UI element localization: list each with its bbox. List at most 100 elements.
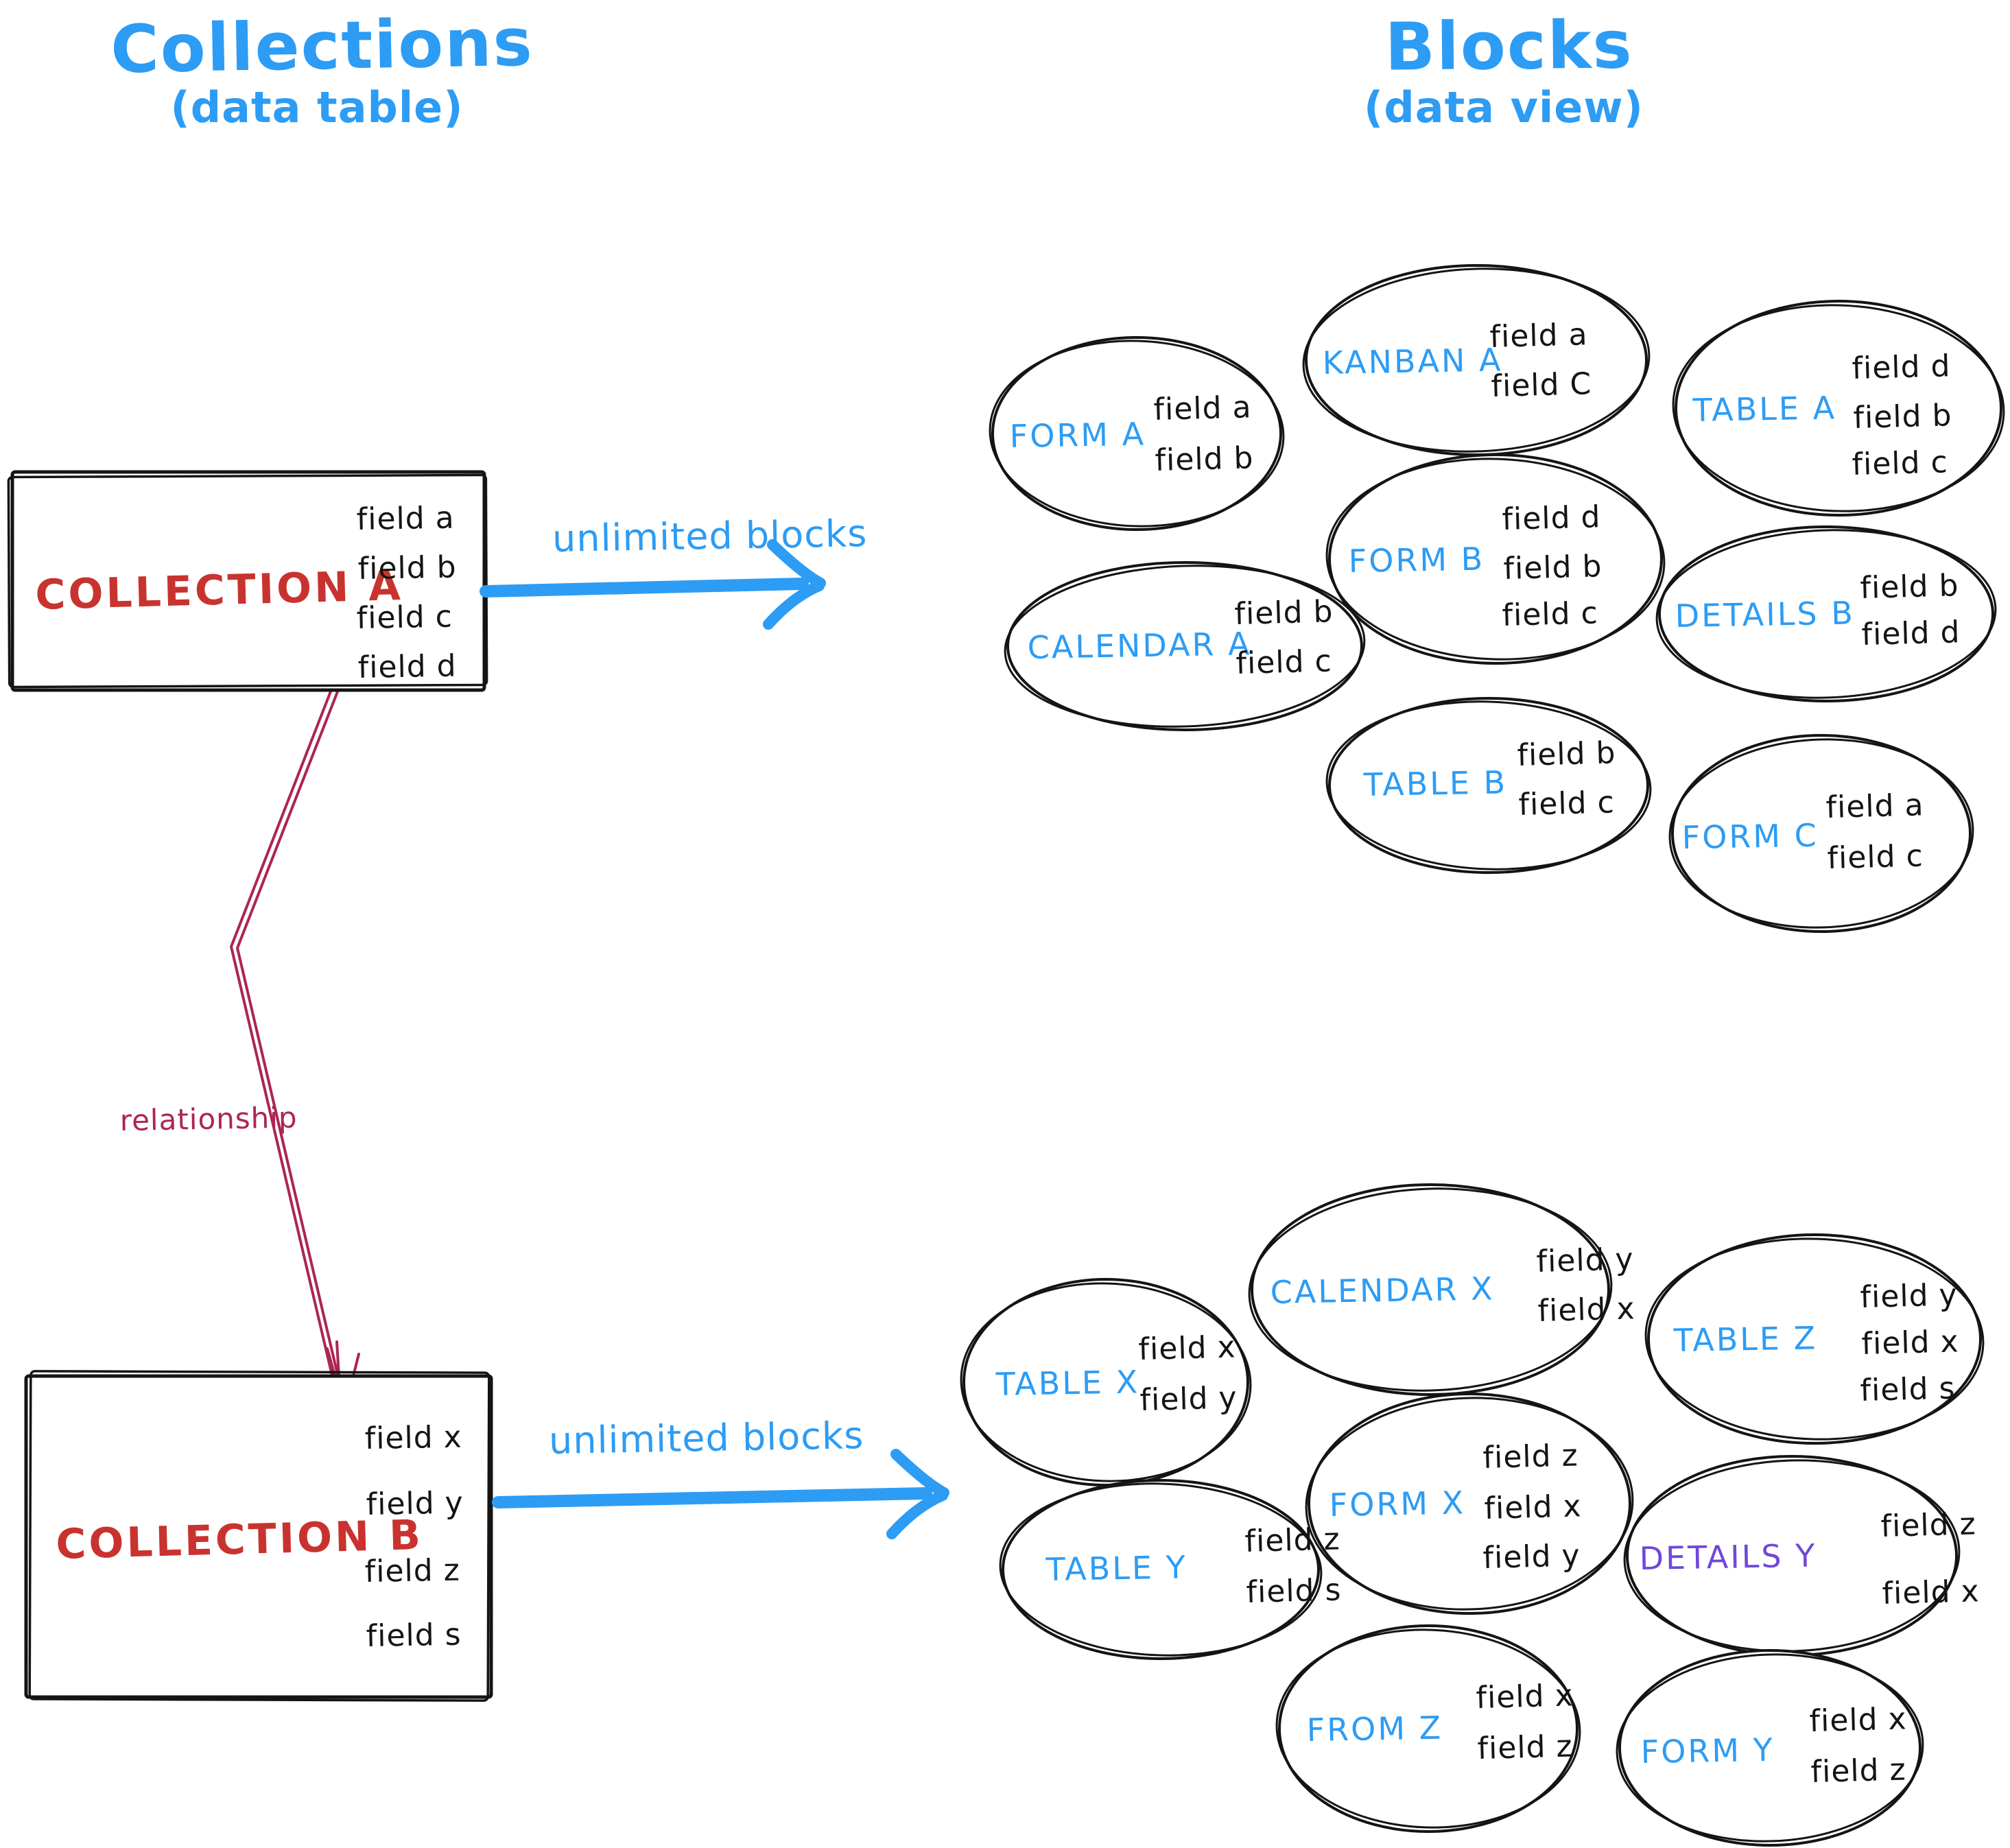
details-b-ellipse-sketch (1655, 529, 1997, 699)
form-y-label: FORM Y (1640, 1731, 1775, 1770)
table-b-ellipse-sketch (1325, 700, 1652, 870)
table-z-field: field y (1860, 1277, 1958, 1315)
table-z-label: TABLE Z (1672, 1319, 1817, 1359)
kanban-a-label: KANBAN A (1322, 341, 1503, 381)
calendar-a-ellipse (1006, 561, 1363, 731)
block-kanban-a: KANBAN A field a field C (1302, 264, 1651, 456)
form-c-ellipse (1671, 734, 1972, 933)
table-z-field: field s (1860, 1371, 1956, 1408)
details-y-field: field x (1882, 1574, 1980, 1611)
unlimited-blocks-arrow-a: unlimited blocks (480, 512, 868, 630)
calendar-x-ellipse-sketch (1248, 1187, 1613, 1392)
arrow-a-head-lower (763, 580, 825, 630)
form-a-field: field b (1155, 440, 1254, 478)
block-form-a: FORM A field a field b (989, 336, 1285, 531)
table-y-ellipse (1002, 1479, 1320, 1660)
form-b-ellipse-sketch (1325, 458, 1666, 661)
collections-title: Collections (110, 4, 534, 88)
form-y-field: field z (1810, 1752, 1906, 1790)
collection-a-field: field d (357, 648, 457, 685)
table-b-field: field c (1518, 785, 1615, 822)
form-y-ellipse-sketch (1616, 1653, 1924, 1843)
table-z-ellipse-sketch (1644, 1237, 1985, 1441)
form-c-label: FORM C (1681, 817, 1819, 856)
relationship-connector: relationship (119, 650, 360, 1408)
left-column-title: Collections (data table) (110, 4, 534, 132)
unlimited-blocks-arrow-b: unlimited blocks (492, 1414, 949, 1539)
details-y-label: DETAILS Y (1639, 1537, 1817, 1577)
collection-a-rect (10, 470, 486, 692)
form-b-field: field d (1502, 499, 1601, 537)
form-a-label: FORM A (1009, 416, 1146, 455)
form-x-field: field x (1484, 1489, 1582, 1526)
collection-a-field: field c (356, 600, 453, 636)
form-b-field: field b (1503, 549, 1603, 587)
form-x-label: FORM X (1329, 1484, 1465, 1524)
block-table-x: TABLE X field x field y (960, 1278, 1252, 1486)
table-y-field: field s (1246, 1572, 1342, 1610)
table-y-label: TABLE Y (1045, 1548, 1187, 1588)
right-column-title: Blocks (data view) (1364, 6, 1643, 132)
arrow-b-head-lower (886, 1490, 948, 1539)
form-a-ellipse (991, 336, 1282, 531)
form-c-ellipse-sketch (1668, 738, 1974, 929)
block-form-y: FORM Y field x field z (1616, 1649, 1924, 1847)
block-table-z: TABLE Z field y field x field s (1644, 1233, 1985, 1445)
collection-b-field: field z (364, 1553, 460, 1589)
from-z-label: FROM Z (1306, 1709, 1443, 1749)
form-x-ellipse (1308, 1393, 1631, 1615)
collections-subtitle: (data table) (170, 82, 463, 132)
from-z-ellipse (1278, 1624, 1579, 1833)
table-b-field: field b (1517, 735, 1616, 773)
block-form-c: FORM C field a field c (1668, 734, 1974, 933)
block-form-b: FORM B field d field b field c (1325, 453, 1666, 665)
details-b-ellipse (1658, 525, 1994, 702)
block-from-z: FROM Z field x field z (1275, 1624, 1581, 1833)
form-b-field: field c (1502, 595, 1598, 633)
form-a-ellipse-sketch (989, 340, 1285, 528)
table-b-ellipse (1328, 697, 1649, 874)
calendar-x-field: field x (1537, 1291, 1635, 1329)
details-b-label: DETAILS B (1675, 594, 1855, 635)
from-z-ellipse-sketch (1275, 1628, 1581, 1829)
table-y-field: field z (1244, 1521, 1340, 1559)
arrow-b-head-upper (890, 1449, 949, 1498)
table-a-label: TABLE A (1692, 389, 1836, 429)
block-details-y: DETAILS Y field z field x (1623, 1455, 1980, 1657)
form-x-field: field z (1482, 1438, 1579, 1476)
relationship-line-1 (235, 652, 354, 1405)
collection-b-field: field s (366, 1618, 462, 1654)
table-a-ellipse (1675, 300, 2002, 517)
calendar-a-label: CALENDAR A (1027, 625, 1252, 666)
form-x-ellipse-sketch (1305, 1397, 1634, 1611)
details-b-field: field b (1860, 568, 1959, 606)
collection-a-box: COLLECTION A field a field b field c fie… (7, 470, 488, 692)
block-calendar-a: CALENDAR A field b field c (1004, 561, 1366, 731)
collection-b-box: COLLECTION B field x field y field z fie… (24, 1370, 493, 1702)
kanban-a-ellipse-sketch (1302, 268, 1651, 453)
form-b-ellipse (1328, 453, 1663, 665)
form-x-field: field y (1482, 1538, 1581, 1576)
relationship-label: relationship (119, 1100, 298, 1137)
collection-b-field: field x (364, 1420, 462, 1456)
collection-a-field: field b (357, 549, 457, 587)
block-table-y: TABLE Y field z field s (999, 1479, 1342, 1660)
block-table-a: TABLE A field d field b field c (1672, 300, 2005, 517)
table-z-ellipse (1647, 1233, 1982, 1445)
table-x-ellipse-sketch (960, 1282, 1252, 1482)
arrow-b-label: unlimited blocks (549, 1414, 864, 1462)
collection-a-rect-sketch (7, 473, 488, 689)
table-a-field: field d (1852, 348, 1951, 386)
details-y-field: field z (1880, 1506, 1976, 1544)
block-calendar-x: CALENDAR X field y field x (1248, 1183, 1635, 1396)
form-y-field: field x (1809, 1701, 1907, 1739)
form-a-field: field a (1153, 390, 1252, 427)
table-a-field: field b (1853, 398, 1952, 436)
blocks-title: Blocks (1384, 6, 1633, 85)
form-b-label: FORM B (1348, 541, 1485, 580)
calendar-x-ellipse (1251, 1183, 1610, 1396)
calendar-x-field: field y (1536, 1242, 1634, 1279)
table-x-field: field x (1138, 1329, 1236, 1367)
